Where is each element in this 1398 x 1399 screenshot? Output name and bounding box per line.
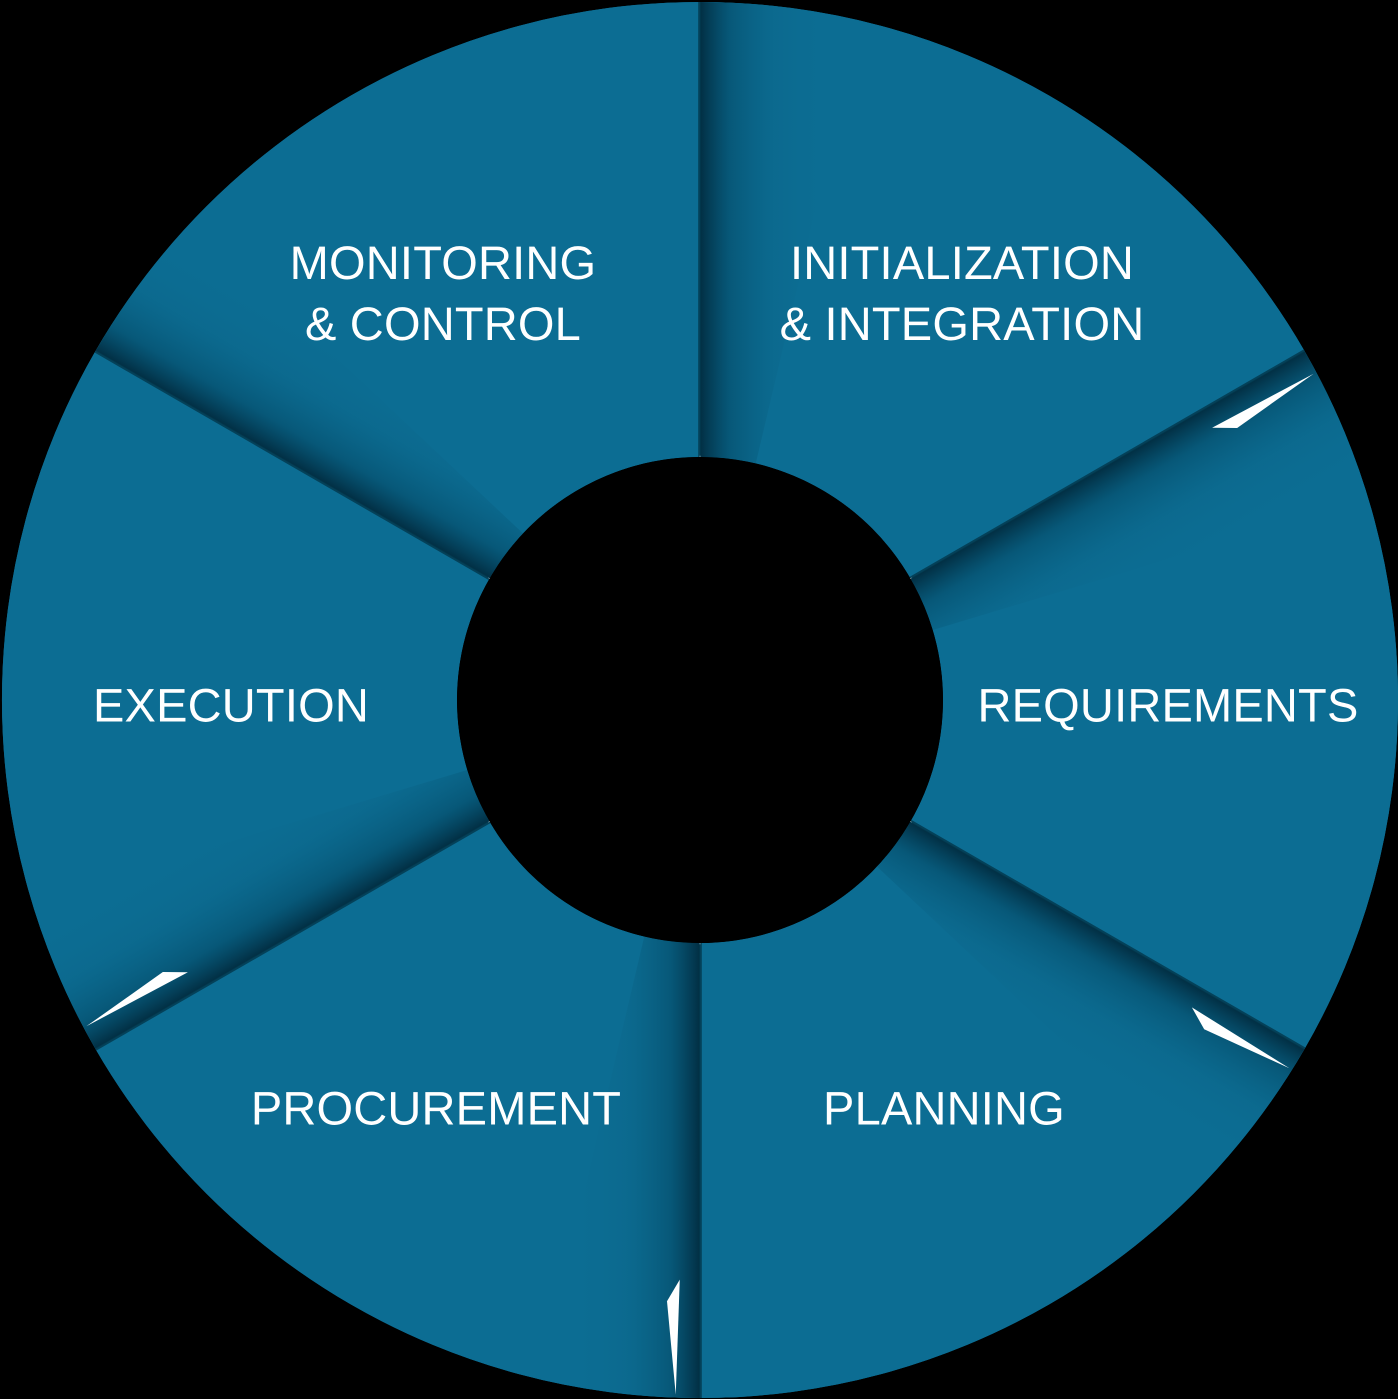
center-hub: [457, 457, 943, 943]
outer-arrow-marker: [666, 1279, 680, 1395]
divider-line: [699, 700, 702, 1399]
outer-arrow-marker: [1191, 1007, 1290, 1069]
outer-arrow-marker: [86, 972, 188, 1027]
divider-line: [698, 2, 701, 700]
outer-arrow-marker-group: [86, 373, 1314, 1395]
outer-arrow-marker: [1212, 373, 1314, 428]
